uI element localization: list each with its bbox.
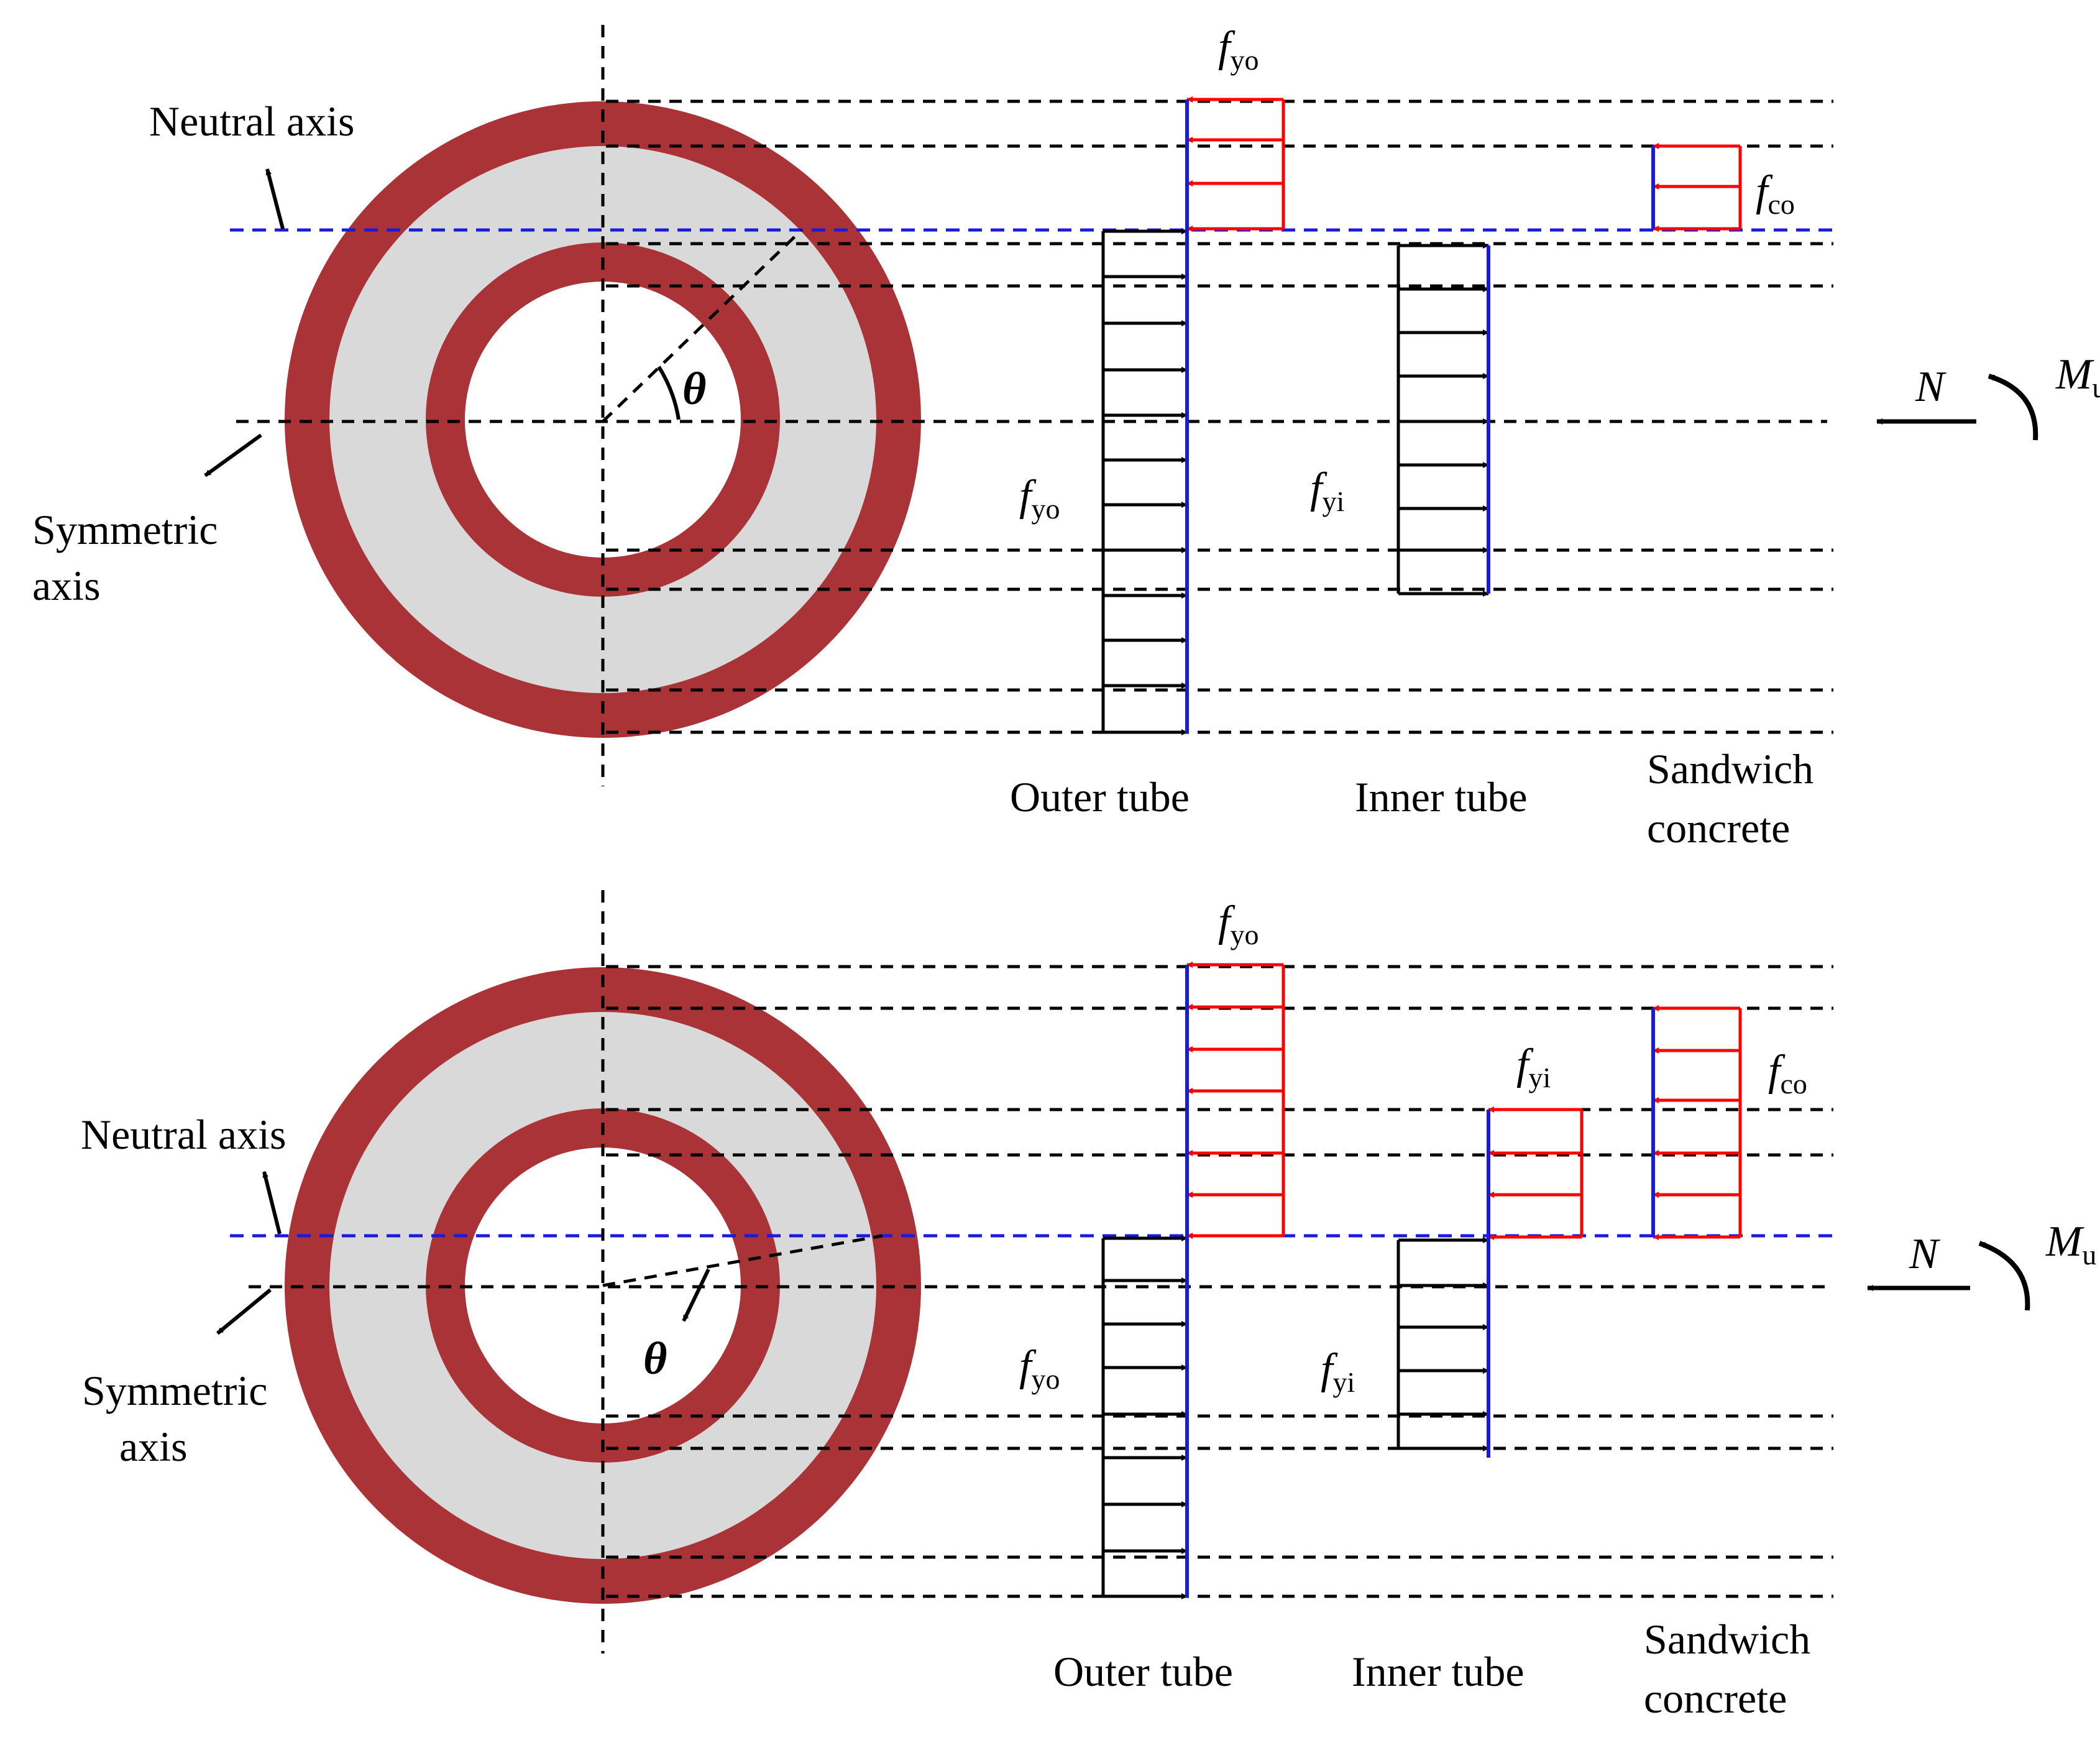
dashed-reference-lines <box>606 965 1833 1598</box>
N-label: N <box>1915 363 1946 411</box>
angle-label: θ <box>643 1333 667 1384</box>
angle-pointer <box>682 1268 710 1322</box>
symmetric-axis-label-2: axis <box>119 1423 188 1470</box>
outer-tube-label: Outer tube <box>1053 1648 1233 1695</box>
angle-arc <box>657 366 681 420</box>
symmetric-axis-label: Symmetric <box>32 506 218 553</box>
neutral-axis-label: Neutral axis <box>81 1111 286 1158</box>
fyo-top-label: fyo <box>1218 898 1259 950</box>
dashed-reference-lines <box>606 99 1833 734</box>
panel-bottom: Neutral axis Symmetric axis θ fyo fyi fc… <box>81 890 2096 1722</box>
neutral-axis-label: Neutral axis <box>149 98 354 145</box>
fyo-mid-label: fyo <box>1019 1342 1060 1395</box>
outer-tube-label: Outer tube <box>1010 773 1190 821</box>
fyo-top-label: fyo <box>1218 23 1259 76</box>
panel-top: Neutral axis Symmetric axis θ fyo fyo fy… <box>32 23 2100 852</box>
concrete-stress-block <box>1651 1005 1742 1240</box>
sandwich-label-2: concrete <box>1647 804 1790 852</box>
fyo-mid-label: fyo <box>1019 472 1060 525</box>
inner-tube-label: Inner tube <box>1352 1648 1525 1695</box>
moment-arrow <box>1988 374 2038 441</box>
symmetric-axis-label: Symmetric <box>82 1367 267 1414</box>
fyi-top-label: fyi <box>1516 1041 1551 1093</box>
symmetric-axis-label-2: axis <box>32 562 101 609</box>
Mu-label: Mu <box>2055 351 2100 403</box>
symmetric-axis-pointer <box>216 1288 272 1335</box>
moment-arrow <box>1978 1241 2030 1311</box>
sandwich-label: Sandwich <box>1647 745 1813 793</box>
inner-tube-stress-block <box>1396 242 1490 597</box>
fyi-mid-label: fyi <box>1321 1345 1355 1398</box>
outer-tube-stress-block <box>1101 962 1285 1599</box>
fyi-mid-label: fyi <box>1310 464 1344 517</box>
inner-tube-stress-block <box>1396 1106 1584 1458</box>
outer-tube-stress-block <box>1101 96 1285 735</box>
inner-tube-label: Inner tube <box>1355 773 1528 821</box>
neutral-axis-pointer <box>265 168 285 229</box>
sandwich-label: Sandwich <box>1644 1616 1810 1663</box>
radius-line <box>602 1234 883 1287</box>
neutral-axis-pointer <box>262 1171 282 1235</box>
fco-label: fco <box>1768 1047 1807 1100</box>
radius-line <box>602 229 803 423</box>
sandwich-label-2: concrete <box>1644 1675 1787 1722</box>
symmetric-axis-pointer <box>204 433 262 477</box>
angle-label: θ <box>682 364 706 415</box>
N-label: N <box>1909 1230 1940 1278</box>
concrete-stress-block <box>1651 143 1742 232</box>
fco-label: fco <box>1756 167 1795 220</box>
Mu-label: Mu <box>2045 1218 2096 1271</box>
